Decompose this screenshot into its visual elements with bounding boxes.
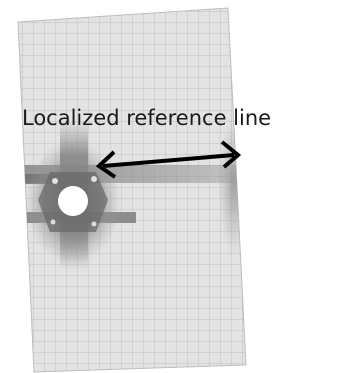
rim-spots bbox=[50, 176, 97, 227]
reference-line-label: Localized reference line bbox=[22, 106, 271, 130]
central-hole bbox=[58, 186, 88, 216]
mesh-plate bbox=[17, 7, 247, 373]
right-damage-zone bbox=[218, 115, 246, 255]
reference-line-arrow bbox=[95, 140, 242, 179]
